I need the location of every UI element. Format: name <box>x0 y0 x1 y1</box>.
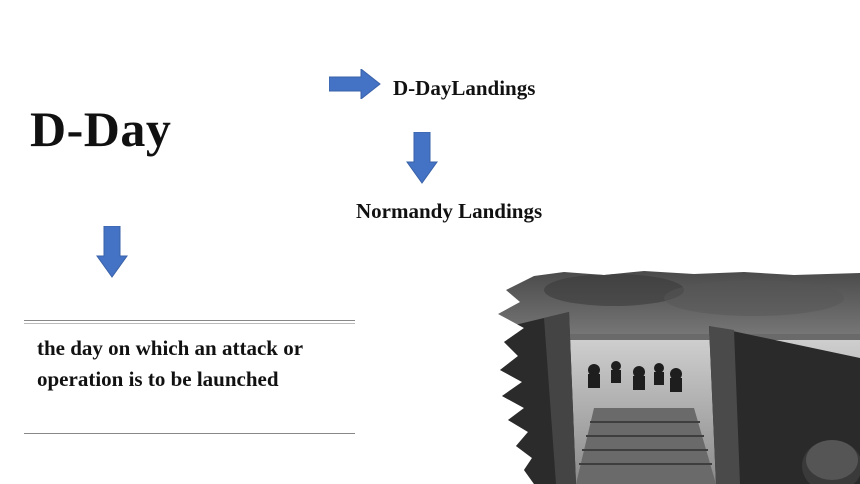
slide-title: D-Day <box>30 101 172 157</box>
arrow-right-icon <box>329 69 381 99</box>
normandy-landings-label: Normandy Landings <box>356 199 543 223</box>
definition-box: the day on which an attack or operation … <box>24 320 355 434</box>
landing-craft-photo <box>498 271 860 484</box>
d-day-landings-label: D-DayLandings <box>393 76 536 100</box>
arrow-down-icon <box>406 132 438 184</box>
arrow-down-icon-left <box>96 226 128 278</box>
definition-text: the day on which an attack or operation … <box>37 336 303 391</box>
